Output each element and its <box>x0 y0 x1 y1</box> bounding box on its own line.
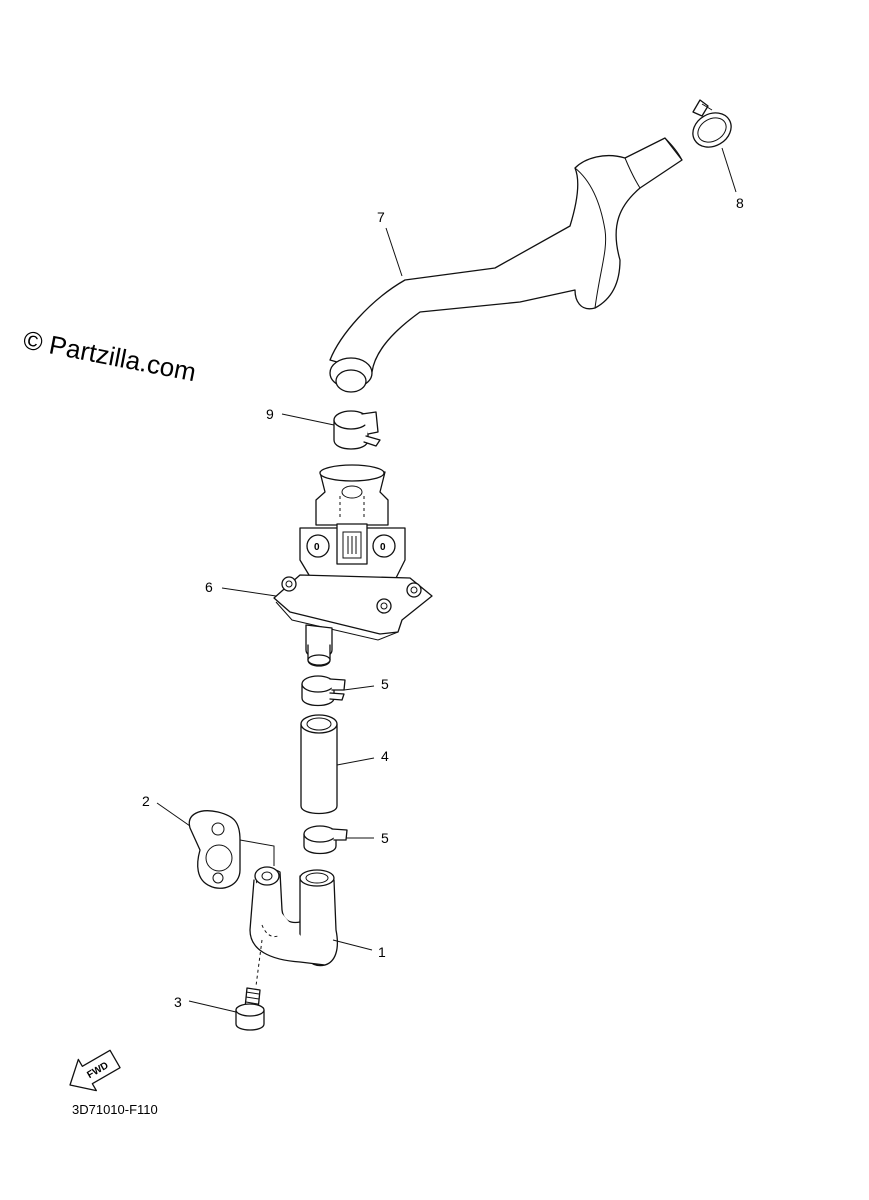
leader-5a <box>343 685 375 691</box>
callout-5-lower: 5 <box>381 830 389 846</box>
part-9-hose-clamp[interactable] <box>333 410 381 450</box>
leader-7 <box>385 227 403 277</box>
part-4-hose[interactable] <box>300 714 338 815</box>
callout-8: 8 <box>736 195 744 211</box>
part-5-hose-clamp-lower[interactable] <box>303 825 348 855</box>
callout-1: 1 <box>378 944 386 960</box>
callout-6: 6 <box>205 579 213 595</box>
leader-6 <box>221 587 277 597</box>
leader-9 <box>281 413 335 426</box>
callout-5-upper: 5 <box>381 676 389 692</box>
leader-8 <box>721 147 737 193</box>
part-8-hose-clamp[interactable] <box>687 99 738 154</box>
part-3-bolt[interactable] <box>235 987 265 1031</box>
callout-3: 3 <box>174 994 182 1010</box>
guide-line-bolt <box>255 939 263 987</box>
watermark: © Partzilla.com <box>21 324 199 387</box>
part-1-air-pipe[interactable] <box>249 866 339 967</box>
diagram-code: 3D71010-F110 <box>72 1102 158 1117</box>
callout-9: 9 <box>266 406 274 422</box>
part-6-valve-assembly[interactable]: 0 0 <box>273 464 433 667</box>
part-5-hose-clamp-upper[interactable] <box>301 675 346 707</box>
leader-3 <box>188 1000 237 1013</box>
guide-line-gasket <box>239 839 275 866</box>
callout-2: 2 <box>142 793 150 809</box>
callout-4: 4 <box>381 748 389 764</box>
fwd-arrow-icon: FWD <box>69 1049 121 1092</box>
leader-4 <box>336 757 375 766</box>
part-7-air-hose[interactable] <box>329 137 683 393</box>
leader-2 <box>156 802 191 827</box>
part-2-gasket[interactable] <box>188 810 241 889</box>
valve-mark-left: 0 <box>314 542 320 553</box>
callout-7: 7 <box>377 209 385 225</box>
leader-1 <box>332 939 373 951</box>
valve-mark-right: 0 <box>380 542 386 553</box>
